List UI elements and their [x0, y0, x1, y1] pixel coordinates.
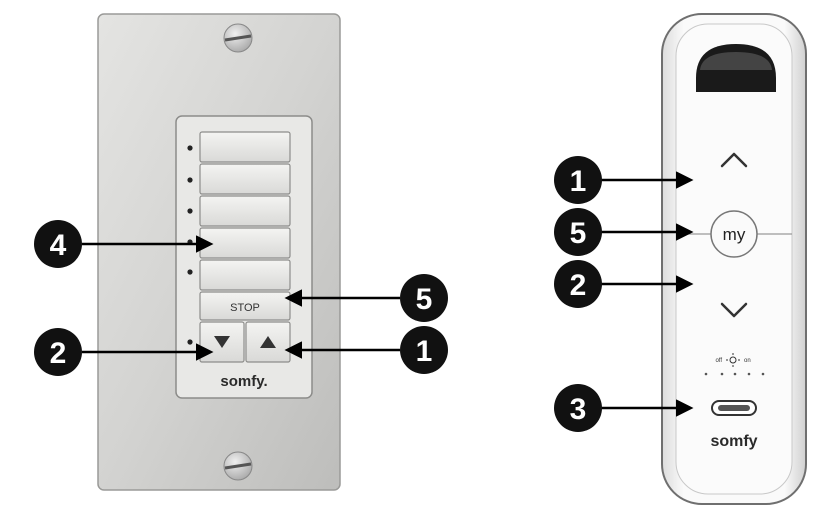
screw-bottom-icon: [223, 451, 253, 481]
svg-text:3: 3: [570, 393, 587, 426]
sun-icon: [726, 353, 740, 367]
callout-wall-2: 2: [34, 328, 82, 376]
svg-text:2: 2: [50, 337, 67, 370]
callout-wall-4: 4: [34, 220, 82, 268]
callout-wall-5: 5: [400, 274, 448, 322]
channel-button-3[interactable]: [199, 195, 291, 227]
stop-label: STOP: [230, 302, 260, 314]
channel-indicator-dots: [704, 372, 765, 376]
wall-brand-logo: somfy.: [220, 373, 267, 390]
triangle-up-icon: [260, 336, 276, 348]
channel-button-1[interactable]: [199, 131, 291, 163]
off-label: off: [715, 358, 722, 364]
svg-text:1: 1: [570, 165, 587, 198]
my-button[interactable]: [710, 210, 758, 258]
svg-text:4: 4: [50, 229, 67, 262]
remote-brand-logo: somfy: [710, 433, 757, 450]
callout-remote-1: 1: [554, 156, 602, 204]
channel-button-4[interactable]: [199, 227, 291, 259]
channel-button-2[interactable]: [199, 163, 291, 195]
screw-top-icon: [223, 23, 253, 53]
svg-text:5: 5: [416, 283, 433, 316]
triangle-down-icon: [214, 336, 230, 348]
chevron-down-icon[interactable]: [720, 302, 748, 318]
on-label: on: [744, 358, 751, 364]
my-label: my: [723, 225, 746, 244]
callout-remote-5: 5: [554, 208, 602, 256]
wall-switch: STOP somfy.: [97, 13, 341, 491]
remote-control: my off on somfy: [661, 13, 807, 505]
callout-remote-3: 3: [554, 384, 602, 432]
callout-wall-1: 1: [400, 326, 448, 374]
svg-text:2: 2: [570, 269, 587, 302]
callout-arrows: [82, 171, 694, 417]
svg-text:5: 5: [570, 217, 587, 250]
svg-text:1: 1: [416, 335, 433, 368]
callout-badges: 4 2 5 1 1 5 2 3: [34, 156, 602, 432]
remote-face: [675, 23, 793, 495]
chevron-up-icon[interactable]: [720, 152, 748, 168]
callout-remote-2: 2: [554, 260, 602, 308]
channel-button-5[interactable]: [199, 259, 291, 291]
